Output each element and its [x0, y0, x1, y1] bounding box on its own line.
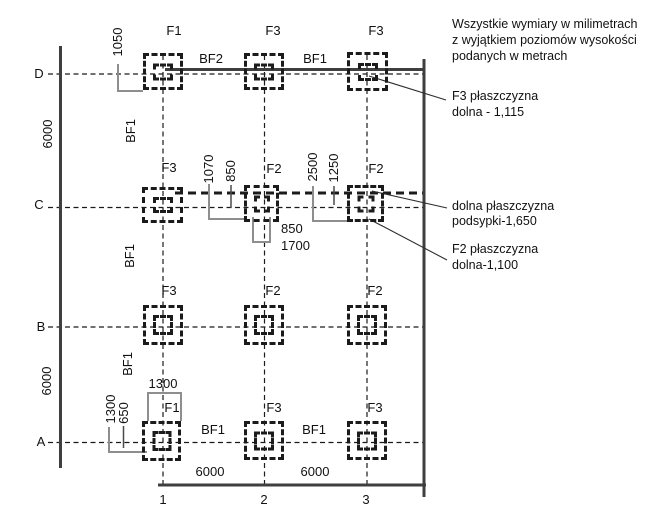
footing-label-c1: F3: [161, 160, 177, 175]
beam-label-bf1-a12: BF1: [201, 422, 225, 437]
dim-850: 850: [281, 221, 303, 236]
callout-leader-f3: [368, 75, 447, 101]
footing-a3: [347, 421, 387, 460]
dim-1070: 1070: [201, 154, 216, 184]
footing-a2-inner: [254, 431, 274, 450]
dim-6000-bottom-23: 6000: [300, 464, 330, 479]
footing-b2: [244, 305, 284, 345]
footing-b2-inner: [254, 315, 274, 335]
footing-d2-inner: [254, 63, 274, 80]
leader-1050: [117, 64, 143, 92]
dim-2500: 2500: [305, 152, 320, 182]
callout-f3-line-2: dolna - 1,115: [452, 105, 525, 119]
callout-f3-line-1: F3 płaszczyzna: [452, 89, 539, 103]
footing-b3: [347, 305, 387, 345]
footing-label-b3: F2: [367, 283, 383, 298]
dim-1250: 1250: [326, 153, 341, 183]
footing-label-b1: F3: [161, 283, 177, 298]
note-line-3: podanych w metrach: [452, 49, 568, 63]
callout-leader-podsypka: [371, 190, 448, 209]
bracket-1700-c2: [252, 217, 271, 243]
beam-label-bf1-d23: BF1: [303, 51, 327, 66]
footing-label-b2: F2: [265, 283, 281, 298]
note-line-2: z wyjątkiem poziomów wysokości: [452, 33, 637, 47]
footing-c2-inner: [253, 195, 270, 212]
footing-label-a3: F3: [367, 400, 383, 415]
footing-c1-inner: [152, 197, 173, 213]
dim-1050: 1050: [110, 27, 125, 57]
dim-6000-left-dc: 6000: [40, 119, 55, 149]
callout-podsypka-line-1: dolna płaszczyzna: [452, 199, 555, 213]
axis-row-c: C: [34, 197, 44, 212]
callout-f2-level: F2 płaszczyzna dolna-1,100: [452, 241, 538, 273]
leader-1300-row-a: [108, 427, 147, 453]
footing-d1: [143, 53, 183, 90]
beam-label-bf1-col1-cb: BF1: [122, 244, 137, 268]
footing-d1-inner: [153, 63, 173, 80]
footing-a1: [142, 421, 181, 461]
footing-c3-inner: [357, 195, 374, 212]
callout-f2-line-1: F2 płaszczyzna: [452, 242, 539, 256]
footing-c2: [244, 185, 279, 222]
footing-label-a1: F1: [164, 400, 180, 415]
beam-label-bf2-d12: BF2: [199, 51, 223, 66]
footing-c1: [142, 187, 183, 223]
axis-col-2: 2: [260, 492, 268, 507]
leader-1070: [208, 184, 245, 220]
note-line-1: Wszystkie wymiary w milimetrach: [452, 17, 638, 31]
footing-label-d2: F3: [265, 23, 281, 38]
dim-650: 650: [116, 402, 131, 424]
footing-a1-inner: [152, 431, 171, 451]
bracket-1300-top: [147, 392, 182, 421]
footing-b1: [143, 305, 183, 345]
footing-d2: [244, 53, 284, 90]
beam-label-bf1-col1-dc: BF1: [123, 119, 138, 143]
footing-a2: [244, 421, 284, 460]
footing-label-d1: F1: [166, 23, 182, 38]
footing-label-c3: F2: [368, 161, 384, 176]
callout-podsypka-level: dolna płaszczyzna podsypki-1,650: [452, 199, 554, 229]
callout-podsypka-line-2: podsypki-1,650: [452, 214, 537, 228]
footing-d3: [347, 52, 388, 91]
callout-f3-level: F3 płaszczyzna dolna - 1,115: [452, 88, 538, 120]
footing-label-c2: F2: [266, 161, 282, 176]
axis-row-a: A: [36, 434, 46, 449]
dim-850-vertical: 850: [223, 160, 238, 182]
beam-label-bf1-col1-ba: BF1: [120, 352, 135, 376]
footing-b1-inner: [153, 315, 173, 335]
dim-1300-top: 1300: [148, 376, 178, 391]
general-note: Wszystkie wymiary w milimetrach z wyjątk…: [452, 16, 637, 64]
callout-f2-line-2: dolna-1,100: [452, 258, 519, 272]
axis-row-b: B: [36, 319, 46, 334]
dim-1700: 1700: [281, 238, 310, 253]
footing-a3-inner: [357, 431, 377, 450]
footing-c3: [347, 185, 384, 222]
footing-label-a2: F3: [266, 400, 282, 415]
axis-row-d: D: [34, 66, 44, 81]
axis-col-1: 1: [159, 492, 167, 507]
footing-b3-inner: [357, 315, 377, 335]
callout-leader-f2: [368, 218, 448, 261]
footing-label-d3: F3: [368, 23, 384, 38]
beam-label-bf1-a23: BF1: [302, 422, 326, 437]
leader-2500: [312, 186, 348, 222]
footing-d3-inner: [357, 62, 378, 81]
dim-6000-bottom-12: 6000: [195, 464, 225, 479]
dim-6000-left-ba: 6000: [39, 366, 54, 396]
axis-col-3: 3: [362, 492, 370, 507]
